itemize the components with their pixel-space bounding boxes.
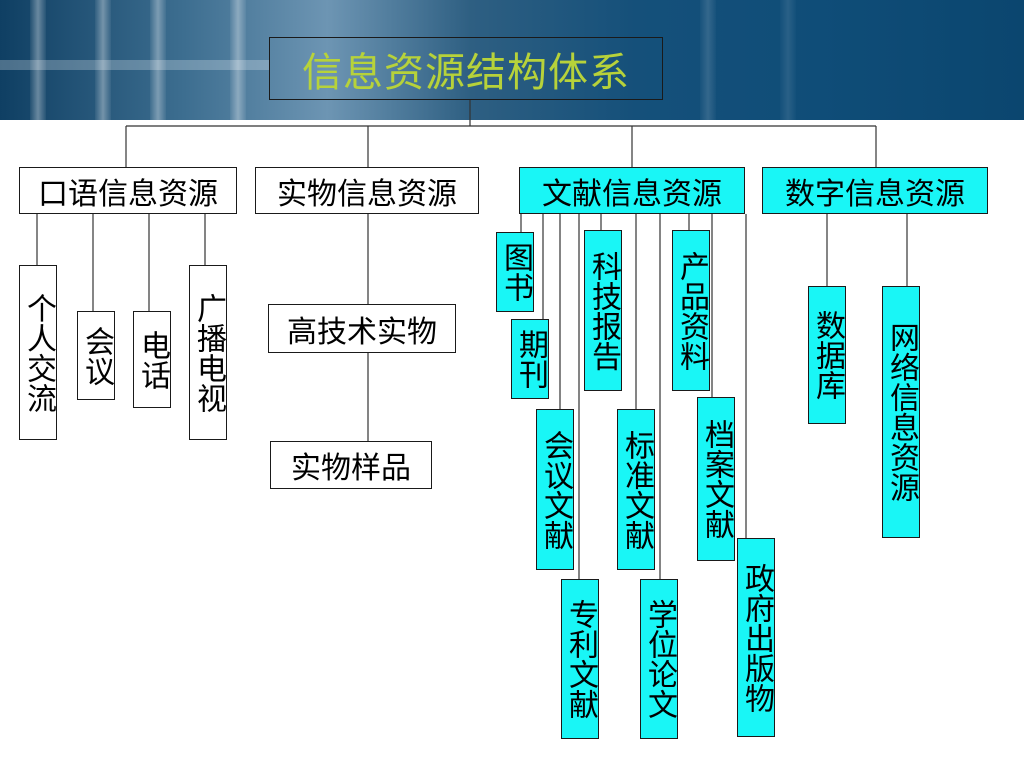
diagram-title: 信息资源结构体系 bbox=[269, 37, 663, 100]
header-decoration bbox=[30, 0, 46, 120]
node-physical-samples: 实物样品 bbox=[270, 441, 432, 489]
node-high-tech-objects: 高技术实物 bbox=[268, 304, 456, 353]
header-decoration bbox=[150, 0, 166, 120]
node-meeting: 会议 bbox=[77, 311, 115, 400]
node-telephone: 电话 bbox=[133, 311, 171, 408]
category-physical: 实物信息资源 bbox=[255, 167, 479, 214]
header-banner bbox=[0, 0, 1024, 120]
node-books: 图书 bbox=[496, 232, 534, 312]
node-tech-reports: 科技报告 bbox=[584, 230, 622, 391]
node-government-publications: 政府出版物 bbox=[737, 538, 775, 737]
header-decoration bbox=[0, 60, 270, 70]
node-periodicals: 期刊 bbox=[511, 319, 549, 399]
header-decoration bbox=[230, 0, 246, 120]
node-personal-communication: 个人交流 bbox=[19, 265, 57, 440]
node-patent-literature: 专利文献 bbox=[561, 579, 599, 739]
header-decoration bbox=[700, 0, 716, 120]
node-standards-literature: 标准文献 bbox=[617, 409, 655, 570]
header-decoration bbox=[780, 0, 796, 120]
node-theses: 学位论文 bbox=[640, 579, 678, 739]
node-product-materials: 产品资料 bbox=[672, 230, 710, 391]
category-oral: 口语信息资源 bbox=[19, 167, 237, 214]
node-conference-literature: 会议文献 bbox=[536, 409, 574, 570]
category-digital: 数字信息资源 bbox=[762, 167, 988, 214]
node-archive-literature: 档案文献 bbox=[697, 397, 735, 561]
node-broadcast-tv: 广播电视 bbox=[189, 265, 227, 440]
category-literature: 文献信息资源 bbox=[519, 167, 745, 214]
node-network-info-resources: 网络信息资源 bbox=[882, 286, 920, 538]
node-databases: 数据库 bbox=[808, 286, 846, 424]
header-decoration bbox=[95, 0, 111, 120]
